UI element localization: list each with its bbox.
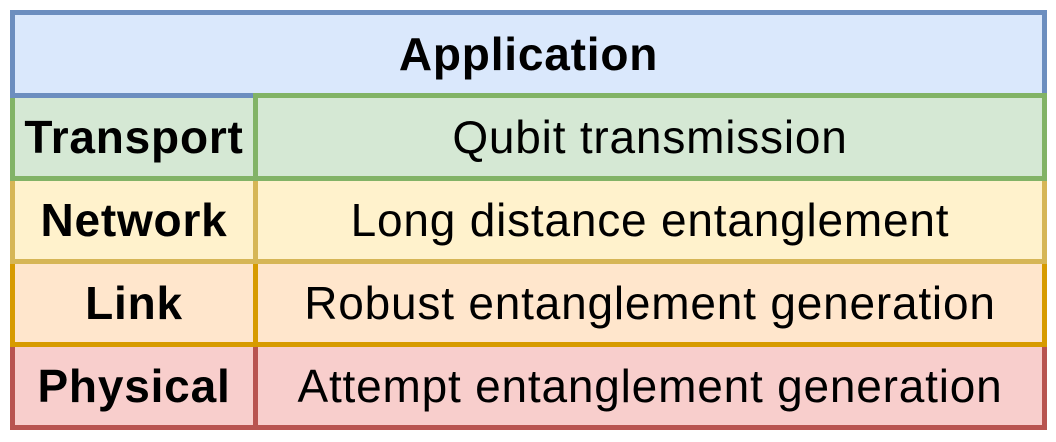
transport-layer-function: Qubit transmission [452, 111, 848, 163]
application-layer-cell: Application [10, 10, 1047, 98]
transport-layer-row: Transport Qubit transmission [10, 93, 1047, 181]
network-layer-function-cell: Long distance entanglement [253, 176, 1047, 264]
protocol-stack-table: Application Transport Qubit transmission… [10, 10, 1047, 430]
network-layer-row: Network Long distance entanglement [10, 176, 1047, 264]
physical-layer-function: Attempt entanglement generation [297, 360, 1003, 412]
physical-layer-name-cell: Physical [10, 342, 258, 430]
network-layer-function: Long distance entanglement [350, 194, 950, 246]
network-layer-name-cell: Network [10, 176, 258, 264]
link-layer-label: Link [85, 277, 183, 329]
network-layer-label: Network [40, 194, 228, 246]
transport-layer-name-cell: Transport [10, 93, 258, 181]
physical-layer-row: Physical Attempt entanglement generation [10, 342, 1047, 430]
link-layer-name-cell: Link [10, 259, 258, 347]
link-layer-function: Robust entanglement generation [304, 277, 996, 329]
link-layer-row: Link Robust entanglement generation [10, 259, 1047, 347]
header-row: Application [10, 10, 1047, 98]
application-layer-label: Application [398, 28, 659, 80]
transport-layer-label: Transport [24, 111, 244, 163]
physical-layer-label: Physical [37, 360, 231, 412]
transport-layer-function-cell: Qubit transmission [253, 93, 1047, 181]
link-layer-function-cell: Robust entanglement generation [253, 259, 1047, 347]
physical-layer-function-cell: Attempt entanglement generation [253, 342, 1047, 430]
